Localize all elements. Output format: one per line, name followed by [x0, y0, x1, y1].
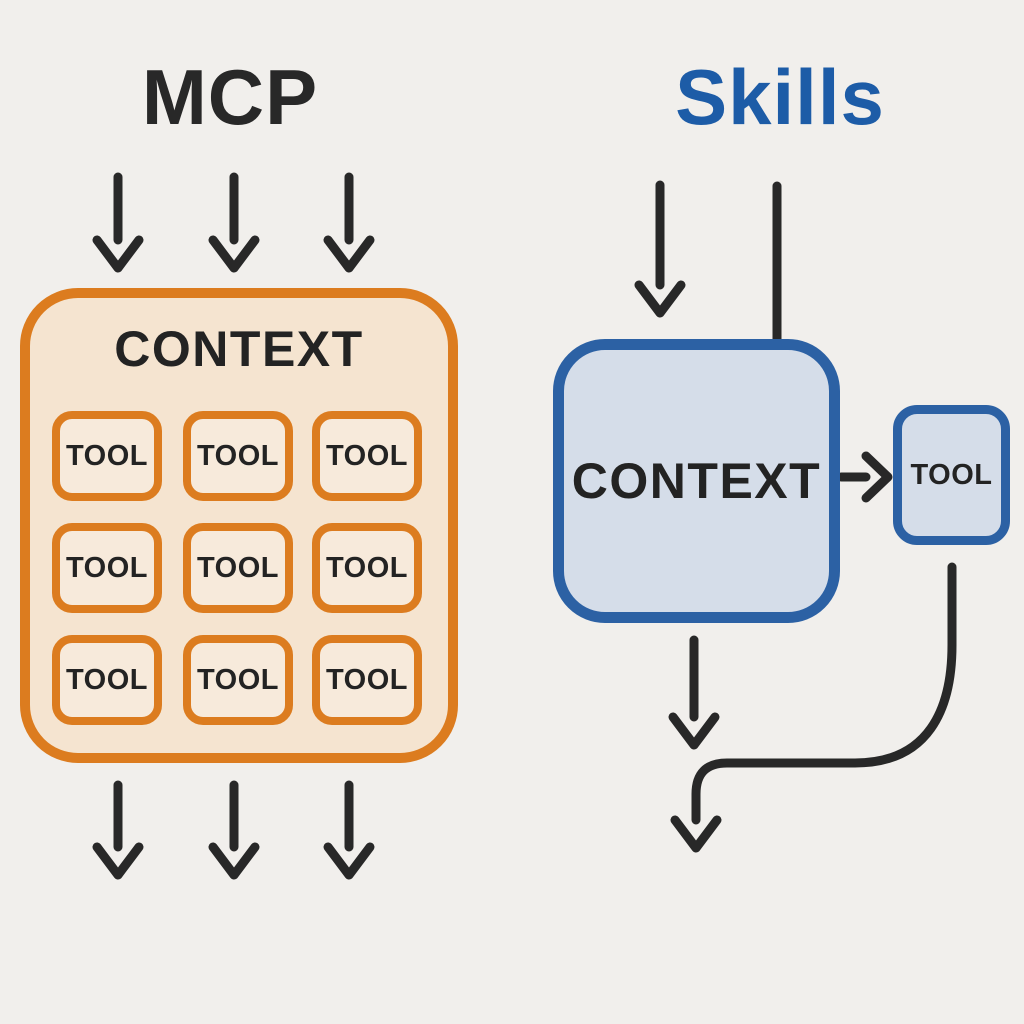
mcp-output-arrow-1 — [92, 780, 144, 880]
mcp-input-arrow-2 — [208, 172, 260, 273]
mcp-title: MCP — [141, 53, 319, 141]
mcp-context-label: CONTEXT — [114, 321, 364, 377]
mcp-tool-box-2: TOOL — [183, 411, 293, 501]
mcp-tool-box-4: TOOL — [52, 523, 162, 613]
skills-tool-box: TOOL — [893, 405, 1010, 545]
mcp-tool-box-8: TOOL — [183, 635, 293, 725]
mcp-input-arrow-3 — [323, 172, 375, 273]
mcp-input-arrow-1 — [92, 172, 144, 273]
skills-title: Skills — [675, 53, 885, 141]
skills-context-box: CONTEXT — [553, 339, 840, 623]
skills-output-arrow — [668, 635, 720, 750]
mcp-tool-box-6: TOOL — [312, 523, 422, 613]
mcp-tool-box-9: TOOL — [312, 635, 422, 725]
skills-context-label: CONTEXT — [571, 453, 822, 509]
mcp-tool-box-3: TOOL — [312, 411, 422, 501]
mcp-tool-box-7: TOOL — [52, 635, 162, 725]
skills-input-arrow — [634, 180, 686, 318]
tool-return-curved-arrow — [670, 562, 957, 853]
mcp-tool-box-5: TOOL — [183, 523, 293, 613]
mcp-tool-box-1: TOOL — [52, 411, 162, 501]
mcp-output-arrow-3 — [323, 780, 375, 880]
context-to-tool-arrow — [836, 451, 893, 503]
mcp-output-arrow-2 — [208, 780, 260, 880]
